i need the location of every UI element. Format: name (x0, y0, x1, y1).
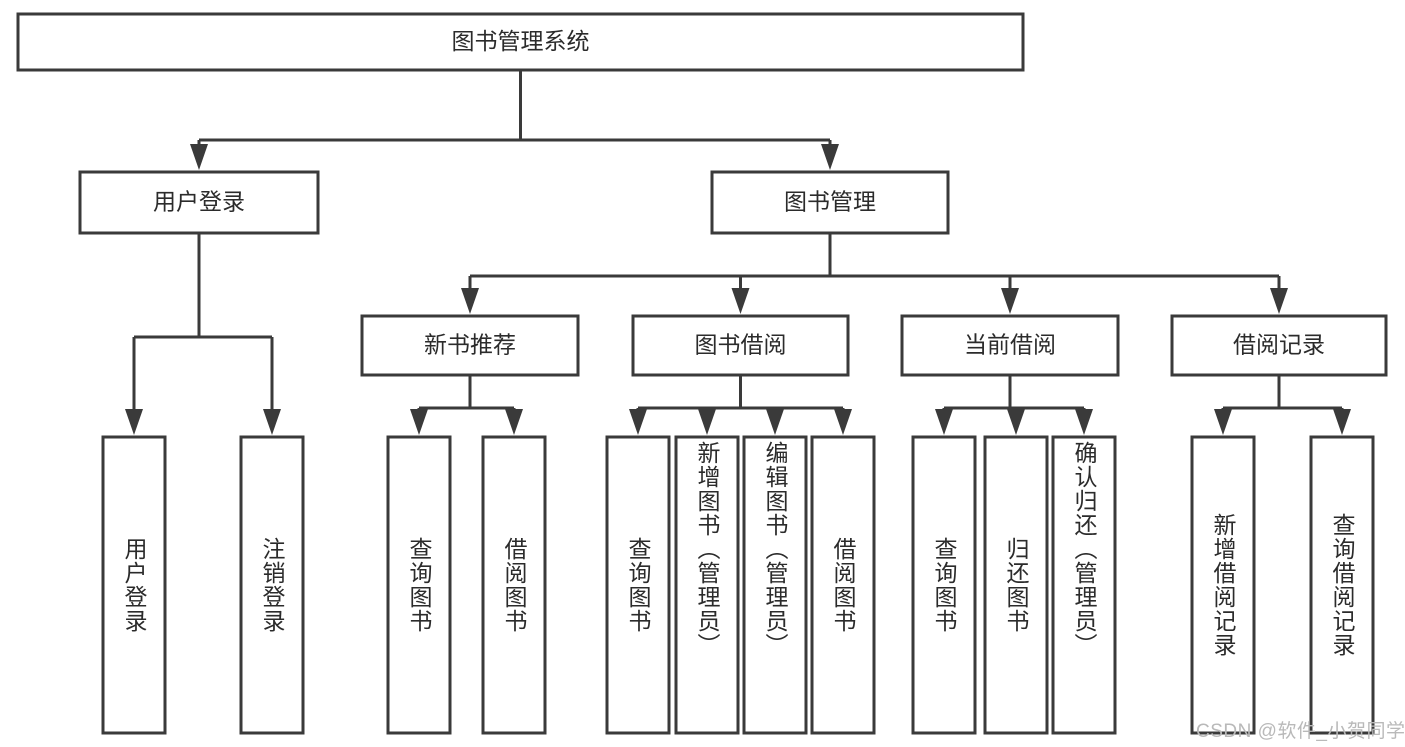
arrow-head (461, 288, 479, 314)
node-box-leaf-borrow-edit[interactable] (742, 435, 808, 735)
node-leaf-cur-query (911, 435, 977, 735)
node-box-current-borrow[interactable] (900, 314, 1120, 377)
node-box-book-manage[interactable] (710, 170, 950, 235)
arrow-head (698, 409, 716, 435)
node-user-login: 用户登录 (78, 170, 320, 235)
arrow-head (1007, 409, 1025, 435)
arrow-head (1270, 288, 1288, 314)
node-current-borrow: 当前借阅 (900, 314, 1120, 377)
node-label-book-borrow: 图书借阅 (695, 332, 787, 358)
node-label-book-manage: 图书管理 (784, 189, 876, 215)
node-box-new-book-rec[interactable] (360, 314, 580, 377)
node-box-leaf-user-logout[interactable] (239, 435, 305, 735)
edge-group-new-book-rec (410, 375, 523, 435)
edge-group-book-borrow (629, 375, 852, 435)
node-leaf-rec-add (1190, 435, 1256, 735)
edge-group-current-borrow (935, 375, 1093, 435)
node-leaf-borrow-do (810, 435, 876, 735)
node-label-root: 图书管理系统 (452, 28, 590, 54)
arrow-head (821, 144, 839, 170)
node-box-leaf-borrow-do[interactable] (810, 435, 876, 735)
arrow-head (935, 409, 953, 435)
edge-group-user-login (125, 233, 281, 435)
node-box-leaf-rec-add[interactable] (1190, 435, 1256, 735)
node-box-leaf-user-login[interactable] (101, 435, 167, 735)
node-leaf-user-login (101, 435, 167, 735)
arrow-head (125, 409, 143, 435)
node-box-leaf-cur-return[interactable] (983, 435, 1049, 735)
arrow-head (1214, 409, 1232, 435)
arrow-head (834, 409, 852, 435)
node-new-book-rec: 新书推荐 (360, 314, 580, 377)
node-leaf-rec-query (386, 435, 452, 735)
node-book-borrow: 图书借阅 (631, 314, 850, 377)
arrow-head (1075, 409, 1093, 435)
arrow-head (1001, 288, 1019, 314)
arrow-head (410, 409, 428, 435)
arrow-head (1333, 409, 1351, 435)
node-box-leaf-borrow-add[interactable] (674, 435, 740, 735)
arrow-head (505, 409, 523, 435)
node-leaf-borrow-query (605, 435, 671, 735)
node-box-book-borrow[interactable] (631, 314, 850, 377)
arrow-head (190, 144, 208, 170)
csdn-watermark: CSDN @软件_小贺同学 (1196, 721, 1405, 742)
arrow-head (766, 409, 784, 435)
arrow-head (731, 288, 750, 314)
node-box-leaf-rec-search[interactable] (1309, 435, 1375, 735)
node-label-user-login: 用户登录 (153, 189, 245, 215)
node-borrow-record: 借阅记录 (1170, 314, 1388, 377)
node-box-leaf-cur-confirm[interactable] (1051, 435, 1117, 735)
node-box-leaf-borrow-query[interactable] (605, 435, 671, 735)
node-book-manage: 图书管理 (710, 170, 950, 235)
node-leaf-borrow-add (674, 435, 740, 735)
node-box-root[interactable] (16, 12, 1025, 72)
edge-group-root (190, 70, 839, 170)
node-label-current-borrow: 当前借阅 (964, 332, 1056, 358)
node-leaf-cur-confirm (1051, 435, 1117, 735)
node-box-user-login[interactable] (78, 170, 320, 235)
node-label-new-book-rec: 新书推荐 (424, 332, 516, 358)
node-root: 图书管理系统 (16, 12, 1025, 72)
node-leaf-borrow-edit (742, 435, 808, 735)
node-leaf-rec-search (1309, 435, 1375, 735)
arrow-head (263, 409, 281, 435)
node-box-leaf-rec-borrow[interactable] (481, 435, 547, 735)
node-box-leaf-rec-query[interactable] (386, 435, 452, 735)
node-leaf-user-logout (239, 435, 305, 735)
node-leaf-rec-borrow (481, 435, 547, 735)
edge-group-borrow-record (1214, 375, 1351, 435)
edge-group-book-manage (461, 233, 1288, 314)
node-leaf-cur-return (983, 435, 1049, 735)
node-label-borrow-record: 借阅记录 (1233, 332, 1325, 358)
node-box-borrow-record[interactable] (1170, 314, 1388, 377)
arrow-head (629, 409, 647, 435)
edge-layer (125, 70, 1351, 435)
node-box-leaf-cur-query[interactable] (911, 435, 977, 735)
